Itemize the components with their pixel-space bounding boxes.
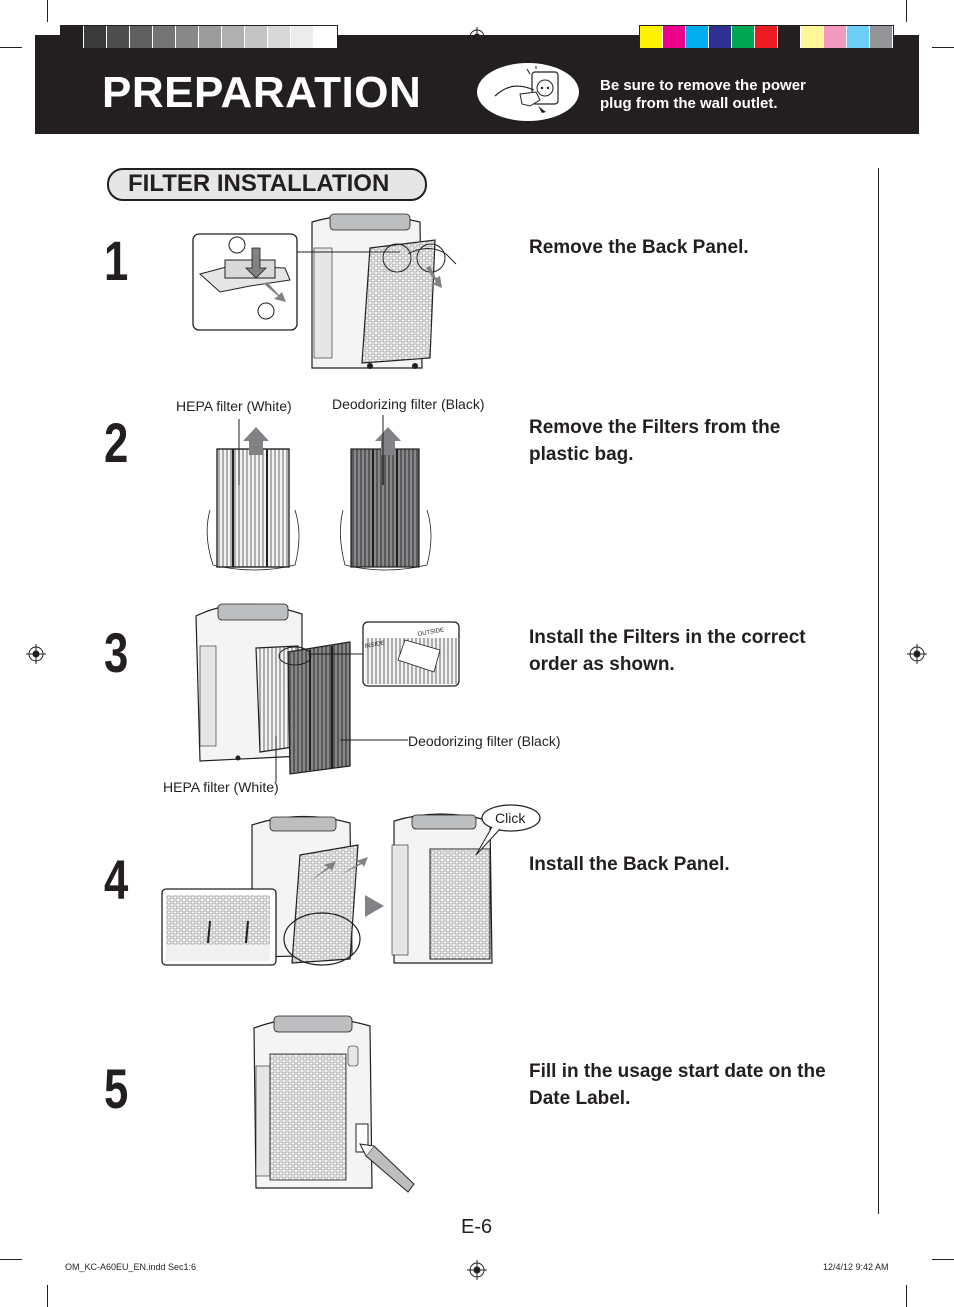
step-5-illustration — [253, 1015, 415, 1193]
gray-swatch-6 — [176, 26, 199, 48]
step-1-illustration — [192, 213, 457, 369]
crop-mark — [906, 1285, 907, 1307]
crosshair-registration-icon — [907, 644, 927, 664]
step-3-outside-tag: OUTSIDE — [417, 627, 444, 638]
crop-mark — [47, 1285, 48, 1307]
gray-swatch-5 — [153, 26, 176, 48]
play-triangle-icon — [365, 895, 384, 917]
crop-mark — [932, 47, 954, 48]
step-2-line2: plastic bag. — [529, 444, 634, 465]
step-number-3: 3 — [104, 621, 129, 684]
column-divider — [878, 168, 879, 1214]
footer-filename: OM_KC-A60EU_EN.indd Sec1:6 — [65, 1262, 197, 1272]
gray-swatch-8 — [222, 26, 245, 48]
step-instruction-5: Fill in the usage start date on the Date… — [529, 1058, 859, 1112]
crop-mark — [0, 1259, 22, 1260]
crop-mark — [906, 0, 907, 22]
step-instruction-2: Remove the Filters from the plastic bag. — [529, 414, 859, 468]
color-calibration-bar — [639, 25, 894, 49]
color-swatch-10 — [847, 26, 870, 48]
click-callout: Click — [495, 810, 526, 826]
section-title-pill — [107, 168, 427, 201]
color-swatch-5 — [732, 26, 755, 48]
header-band — [35, 35, 919, 134]
color-swatch-1 — [640, 26, 663, 48]
color-swatch-8 — [801, 26, 824, 48]
unplug-illustration — [494, 66, 559, 113]
crosshair-registration-icon — [467, 1260, 487, 1280]
color-swatch-6 — [755, 26, 778, 48]
gray-swatch-4 — [130, 26, 153, 48]
color-swatch-7 — [778, 26, 801, 48]
power-warning: Be sure to remove the power plug from th… — [600, 77, 880, 113]
step-3-illustration: INSIDE OUTSIDE — [195, 603, 460, 782]
gray-swatch-11 — [291, 26, 314, 48]
step-number-4: 4 — [104, 848, 129, 911]
page-title: PREPARATION — [102, 68, 422, 117]
step-instruction-1: Remove the Back Panel. — [529, 234, 859, 261]
crosshair-registration-icon — [467, 27, 487, 47]
step-4-line1: Install the Back Panel. — [529, 854, 730, 875]
color-swatch-9 — [824, 26, 847, 48]
step-5-line2: Date Label. — [529, 1088, 631, 1109]
color-swatch-4 — [709, 26, 732, 48]
step-number-5: 5 — [104, 1057, 129, 1120]
step-4-illustration: Click — [161, 804, 541, 966]
step-3-line1: Install the Filters in the correct — [529, 627, 806, 648]
power-warning-line1: Be sure to remove the power — [600, 77, 806, 94]
gray-calibration-bar — [60, 25, 338, 49]
step-instruction-3: Install the Filters in the correct order… — [529, 624, 859, 678]
step-2-line1: Remove the Filters from the — [529, 417, 781, 438]
page-number: E-6 — [461, 1216, 493, 1238]
power-warning-line2: plug from the wall outlet. — [600, 95, 778, 112]
step-3-deodorizing-label: Deodorizing filter (Black) — [408, 733, 561, 749]
gray-swatch-12 — [314, 26, 337, 48]
crop-mark — [0, 47, 22, 48]
gray-swatch-10 — [268, 26, 291, 48]
gray-swatch-9 — [245, 26, 268, 48]
crop-mark — [932, 1259, 954, 1260]
color-swatch-3 — [686, 26, 709, 48]
step-3-inside-tag: INSIDE — [364, 641, 385, 650]
step-number-1: 1 — [104, 229, 129, 292]
footer-timestamp: 12/4/12 9:42 AM — [823, 1262, 889, 1272]
color-swatch-11 — [870, 26, 893, 48]
step-3-line2: order as shown. — [529, 654, 675, 675]
step-3-hepa-label: HEPA filter (White) — [163, 779, 279, 795]
step-2-illustration — [206, 415, 432, 571]
gray-swatch-7 — [199, 26, 222, 48]
step-1-line1: Remove the Back Panel. — [529, 237, 749, 258]
section-title: FILTER INSTALLATION — [128, 170, 390, 197]
color-swatch-2 — [663, 26, 686, 48]
crosshair-registration-icon — [26, 644, 46, 664]
crop-mark — [47, 0, 48, 22]
gray-swatch-3 — [107, 26, 130, 48]
gray-swatch-1 — [61, 26, 84, 48]
step-number-2: 2 — [104, 411, 129, 474]
gray-swatch-2 — [84, 26, 107, 48]
step-2-hepa-label: HEPA filter (White) — [176, 398, 292, 414]
step-5-line1: Fill in the usage start date on the — [529, 1061, 826, 1082]
step-2-deodorizing-label: Deodorizing filter (Black) — [332, 396, 485, 412]
step-instruction-4: Install the Back Panel. — [529, 851, 859, 878]
unplug-icon — [477, 63, 579, 121]
